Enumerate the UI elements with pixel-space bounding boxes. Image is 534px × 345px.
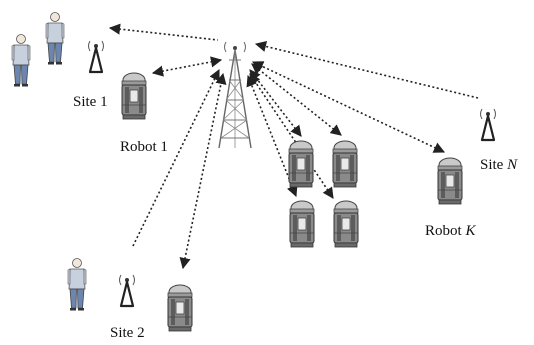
link-site1 bbox=[108, 23, 219, 41]
antenna-icon bbox=[118, 273, 136, 308]
antenna-icon bbox=[479, 107, 497, 142]
link-robot1 bbox=[151, 56, 223, 77]
robot-icon bbox=[437, 157, 463, 205]
person-icon bbox=[11, 34, 31, 87]
link-robotK bbox=[251, 61, 446, 153]
radio-tower-icon bbox=[218, 41, 252, 149]
label-site-n-prefix: Site bbox=[480, 157, 508, 173]
person-icon bbox=[67, 258, 87, 311]
label-site-1: Site 1 bbox=[73, 94, 108, 110]
label-site-n-var: N bbox=[507, 157, 518, 173]
antenna-icon bbox=[87, 39, 105, 74]
robot-icon bbox=[332, 140, 358, 188]
communication-links bbox=[108, 23, 479, 270]
link-siteN bbox=[254, 40, 479, 99]
robot-icon bbox=[289, 200, 315, 248]
robot-icon bbox=[167, 284, 193, 332]
label-site-2: Site 2 bbox=[110, 325, 145, 341]
robot-icon bbox=[121, 72, 147, 120]
link-robot-cluster-1 bbox=[249, 69, 302, 137]
robot-icon bbox=[333, 200, 359, 248]
label-site-n: Site N bbox=[480, 158, 517, 173]
label-robot-1: Robot 1 bbox=[120, 139, 168, 155]
link-robot-cluster-2 bbox=[251, 63, 342, 136]
label-robot-k: Robot K bbox=[425, 224, 475, 239]
label-robot-k-prefix: Robot bbox=[425, 223, 466, 239]
label-robot-k-var: K bbox=[465, 223, 476, 239]
person-icon bbox=[45, 12, 65, 65]
link-robot-site2 bbox=[179, 72, 227, 270]
robot-icon bbox=[288, 140, 314, 188]
